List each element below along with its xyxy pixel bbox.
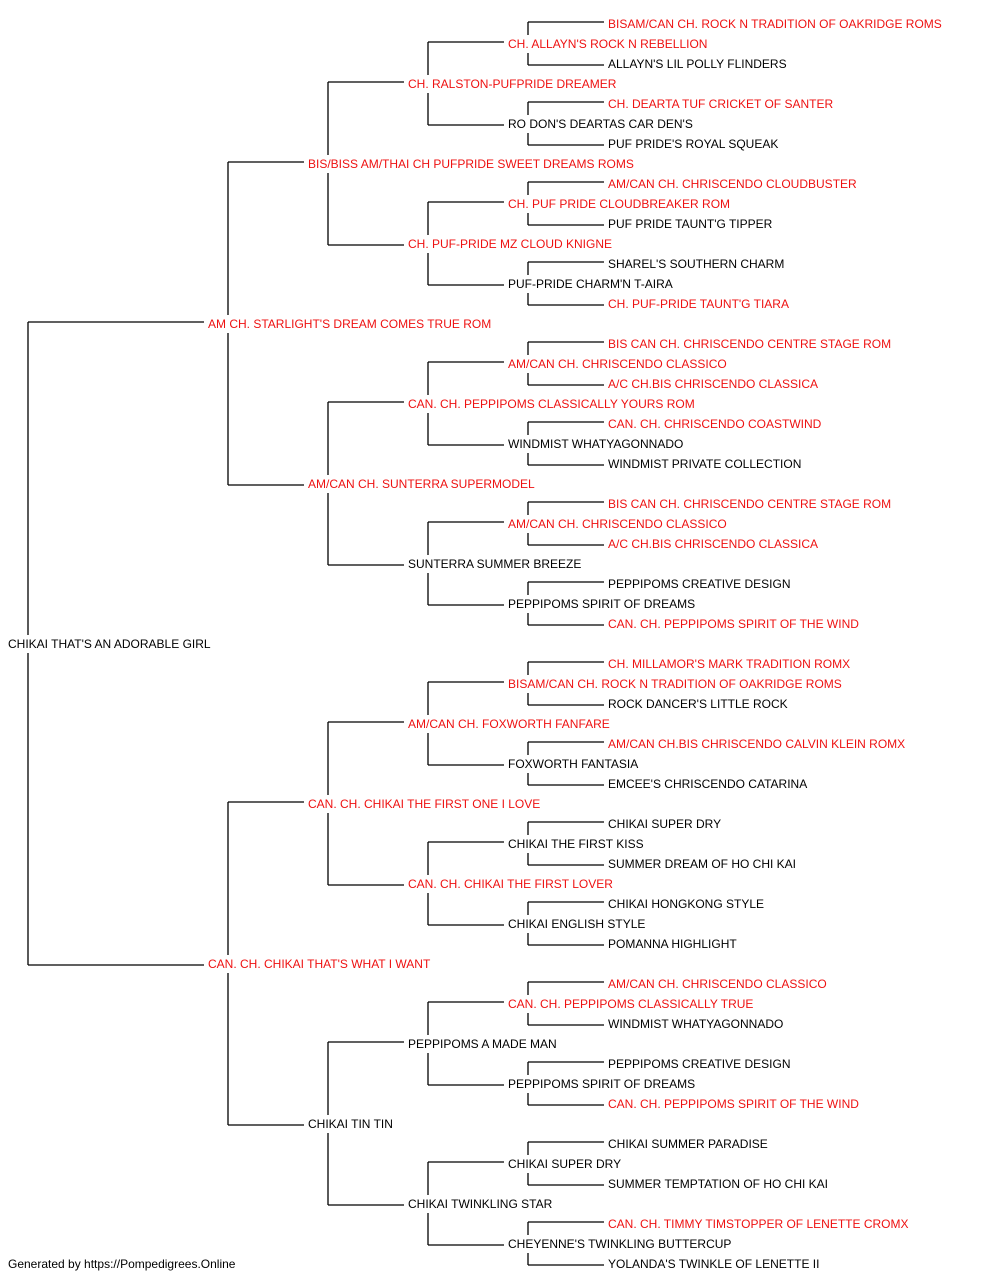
ancestor-name: PEPPIPOMS CREATIVE DESIGN — [608, 577, 791, 591]
ancestor-name: CHIKAI SUPER DRY — [508, 1157, 622, 1171]
ancestor-name: CH. RALSTON-PUFPRIDE DREAMER — [408, 77, 617, 91]
ancestor-name: PUF-PRIDE CHARM'N T-AIRA — [508, 277, 673, 291]
ancestor-name: AM/CAN CH.BIS CHRISCENDO CALVIN KLEIN RO… — [608, 737, 906, 751]
ancestor-name: BIS CAN CH. CHRISCENDO CENTRE STAGE ROM — [608, 337, 892, 351]
ancestor-name: SUMMER TEMPTATION OF HO CHI KAI — [608, 1177, 829, 1191]
ancestor-name: CH. MILLAMOR'S MARK TRADITION ROMX — [608, 657, 851, 671]
ancestor-name: AM/CAN CH. CHRISCENDO CLOUDBUSTER — [608, 177, 857, 191]
ancestor-name: CHIKAI SUMMER PARADISE — [608, 1137, 768, 1151]
ancestor-name: BISAM/CAN CH. ROCK N TRADITION OF OAKRID… — [608, 17, 942, 31]
ancestor-name: CHIKAI HONGKONG STYLE — [608, 897, 765, 911]
ancestor-name: BIS CAN CH. CHRISCENDO CENTRE STAGE ROM — [608, 497, 892, 511]
ancestor-name: CAN. CH. CHIKAI THE FIRST ONE I LOVE — [308, 797, 541, 811]
ancestor-name: CHIKAI TIN TIN — [308, 1117, 393, 1131]
ancestor-name: PUF PRIDE TAUNT'G TIPPER — [608, 217, 773, 231]
ancestor-name: AM/CAN CH. CHRISCENDO CLASSICO — [508, 517, 727, 531]
subject-dog-name: CHIKAI THAT'S AN ADORABLE GIRL — [8, 637, 211, 651]
ancestor-name: CH. PUF-PRIDE TAUNT'G TIARA — [608, 297, 789, 311]
ancestor-name: AM/CAN CH. SUNTERRA SUPERMODEL — [308, 477, 535, 491]
ancestor-name: FOXWORTH FANTASIA — [508, 757, 639, 771]
ancestor-name: CH. DEARTA TUF CRICKET OF SANTER — [608, 97, 834, 111]
ancestor-name: WINDMIST WHATYAGONNADO — [508, 437, 684, 451]
ancestor-name: CHIKAI SUPER DRY — [608, 817, 722, 831]
ancestor-name: AM CH. STARLIGHT'S DREAM COMES TRUE ROM — [208, 317, 492, 331]
ancestor-name: AM/CAN CH. CHRISCENDO CLASSICO — [608, 977, 827, 991]
ancestor-name: A/C CH.BIS CHRISCENDO CLASSICA — [608, 537, 819, 551]
ancestor-name: CH. ALLAYN'S ROCK N REBELLION — [508, 37, 708, 51]
ancestor-name: CAN. CH. TIMMY TIMSTOPPER OF LENETTE CRO… — [608, 1217, 909, 1231]
ancestor-name: CAN. CH. PEPPIPOMS CLASSICALLY YOURS ROM — [408, 397, 695, 411]
ancestor-name: SUMMER DREAM OF HO CHI KAI — [608, 857, 797, 871]
ancestor-name: CAN. CH. PEPPIPOMS SPIRIT OF THE WIND — [608, 617, 859, 631]
ancestor-name: PUF PRIDE'S ROYAL SQUEAK — [608, 137, 779, 151]
ancestor-name: BISAM/CAN CH. ROCK N TRADITION OF OAKRID… — [508, 677, 842, 691]
ancestor-name: POMANNA HIGHLIGHT — [608, 937, 737, 951]
ancestor-name: PEPPIPOMS SPIRIT OF DREAMS — [508, 1077, 696, 1091]
ancestor-name: RO DON'S DEARTAS CAR DEN'S — [508, 117, 693, 131]
ancestor-name: AM/CAN CH. CHRISCENDO CLASSICO — [508, 357, 727, 371]
ancestor-name: WINDMIST WHATYAGONNADO — [608, 1017, 784, 1031]
generator-credit: Generated by https://Pompedigrees.Online — [8, 1257, 236, 1271]
ancestor-name: SHAREL'S SOUTHERN CHARM — [608, 257, 785, 271]
ancestor-name: CH. PUF PRIDE CLOUDBREAKER ROM — [508, 197, 731, 211]
ancestor-name: CAN. CH. PEPPIPOMS CLASSICALLY TRUE — [508, 997, 754, 1011]
ancestor-name: CHIKAI TWINKLING STAR — [408, 1197, 553, 1211]
ancestor-name: ALLAYN'S LIL POLLY FLINDERS — [608, 57, 787, 71]
ancestor-name: BIS/BISS AM/THAI CH PUFPRIDE SWEET DREAM… — [308, 157, 634, 171]
ancestor-name: CHIKAI ENGLISH STYLE — [508, 917, 646, 931]
ancestor-name: EMCEE'S CHRISCENDO CATARINA — [608, 777, 808, 791]
ancestor-name: CHEYENNE'S TWINKLING BUTTERCUP — [508, 1237, 732, 1251]
ancestor-name: CAN. CH. CHIKAI THE FIRST LOVER — [408, 877, 613, 891]
ancestor-name: PEPPIPOMS A MADE MAN — [408, 1037, 557, 1051]
ancestor-name: PEPPIPOMS CREATIVE DESIGN — [608, 1057, 791, 1071]
ancestor-name: CAN. CH. CHIKAI THAT'S WHAT I WANT — [208, 957, 431, 971]
ancestor-name: PEPPIPOMS SPIRIT OF DREAMS — [508, 597, 696, 611]
ancestor-name: CHIKAI THE FIRST KISS — [508, 837, 644, 851]
ancestor-name: WINDMIST PRIVATE COLLECTION — [608, 457, 802, 471]
ancestor-name: CAN. CH. CHRISCENDO COASTWIND — [608, 417, 822, 431]
ancestor-name: CH. PUF-PRIDE MZ CLOUD KNIGNE — [408, 237, 613, 251]
ancestor-name: YOLANDA'S TWINKLE OF LENETTE II — [608, 1257, 820, 1271]
ancestor-name: ROCK DANCER'S LITTLE ROCK — [608, 697, 788, 711]
ancestor-name: SUNTERRA SUMMER BREEZE — [408, 557, 582, 571]
ancestor-name: CAN. CH. PEPPIPOMS SPIRIT OF THE WIND — [608, 1097, 859, 1111]
ancestor-name: AM/CAN CH. FOXWORTH FANFARE — [408, 717, 610, 731]
ancestor-name: A/C CH.BIS CHRISCENDO CLASSICA — [608, 377, 819, 391]
